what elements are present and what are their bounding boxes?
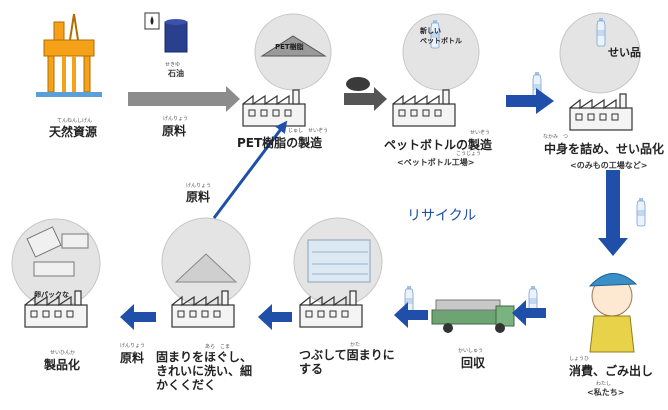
raw-material-bottom-label: 原料 (120, 351, 145, 365)
furigana-natural-resource: てんねんしげん (57, 118, 93, 124)
furigana-raw-top: げんりょう (163, 116, 189, 122)
furigana-wash: あら こま (205, 344, 231, 350)
furigana-oil: せきゆ (165, 62, 181, 68)
bottler-tag: せい品 (608, 46, 641, 59)
crush-label: つぶして固まりに する (299, 348, 395, 376)
raw-material-top-label: 原料 (162, 124, 187, 138)
wash-label: 固まりをほぐし、 きれいに洗い、細 かくくだく (156, 350, 253, 392)
recycle-label: リサイクル (407, 208, 477, 224)
natural-resource-label: 天然資源 (49, 125, 98, 139)
furigana-consume: しょうひ (569, 356, 590, 362)
bottler-factory-label: <のみもの工場など> (570, 161, 648, 170)
furigana-product: せいひんか (50, 350, 76, 356)
bottler-label: 中身を詰め、せい品化 (544, 142, 665, 156)
furigana-crush: かた (350, 342, 361, 348)
raw-material-mid-label: 原料 (186, 190, 211, 204)
furigana-bottle-mfg: せいぞう (470, 130, 491, 136)
collect-label: 回収 (461, 356, 486, 370)
bottle-factory-label: <ペットボトル工場> (397, 158, 475, 167)
consume-label: 消費、ごみ出し (569, 364, 654, 378)
new-bottle-tag: 新しい ペットボトル (420, 27, 462, 45)
pet-resin-mfg-label: PET樹脂の製造 (237, 136, 323, 150)
pet-resin-tag: PET樹脂 (275, 43, 304, 51)
us-label: <私たち> (587, 388, 625, 397)
furigana-us: わたし (596, 381, 612, 387)
bottle-mfg-label: ペットボトルの製造 (384, 138, 493, 152)
pack-tag: 卵パックな (34, 291, 69, 299)
furigana-collect: かいしゅう (458, 348, 484, 354)
product-label: 製品化 (44, 358, 81, 372)
furigana-bottle-factory: こうじょう (456, 151, 482, 157)
furigana-pet-resin-mfg: じゅし せいぞう (288, 128, 329, 134)
furigana-raw-bottom: げんりょう (120, 343, 146, 349)
furigana-bottler: なかみ つ (543, 134, 569, 140)
furigana-raw-mid: げんりょう (186, 183, 212, 189)
oil-label: 石油 (168, 69, 184, 78)
